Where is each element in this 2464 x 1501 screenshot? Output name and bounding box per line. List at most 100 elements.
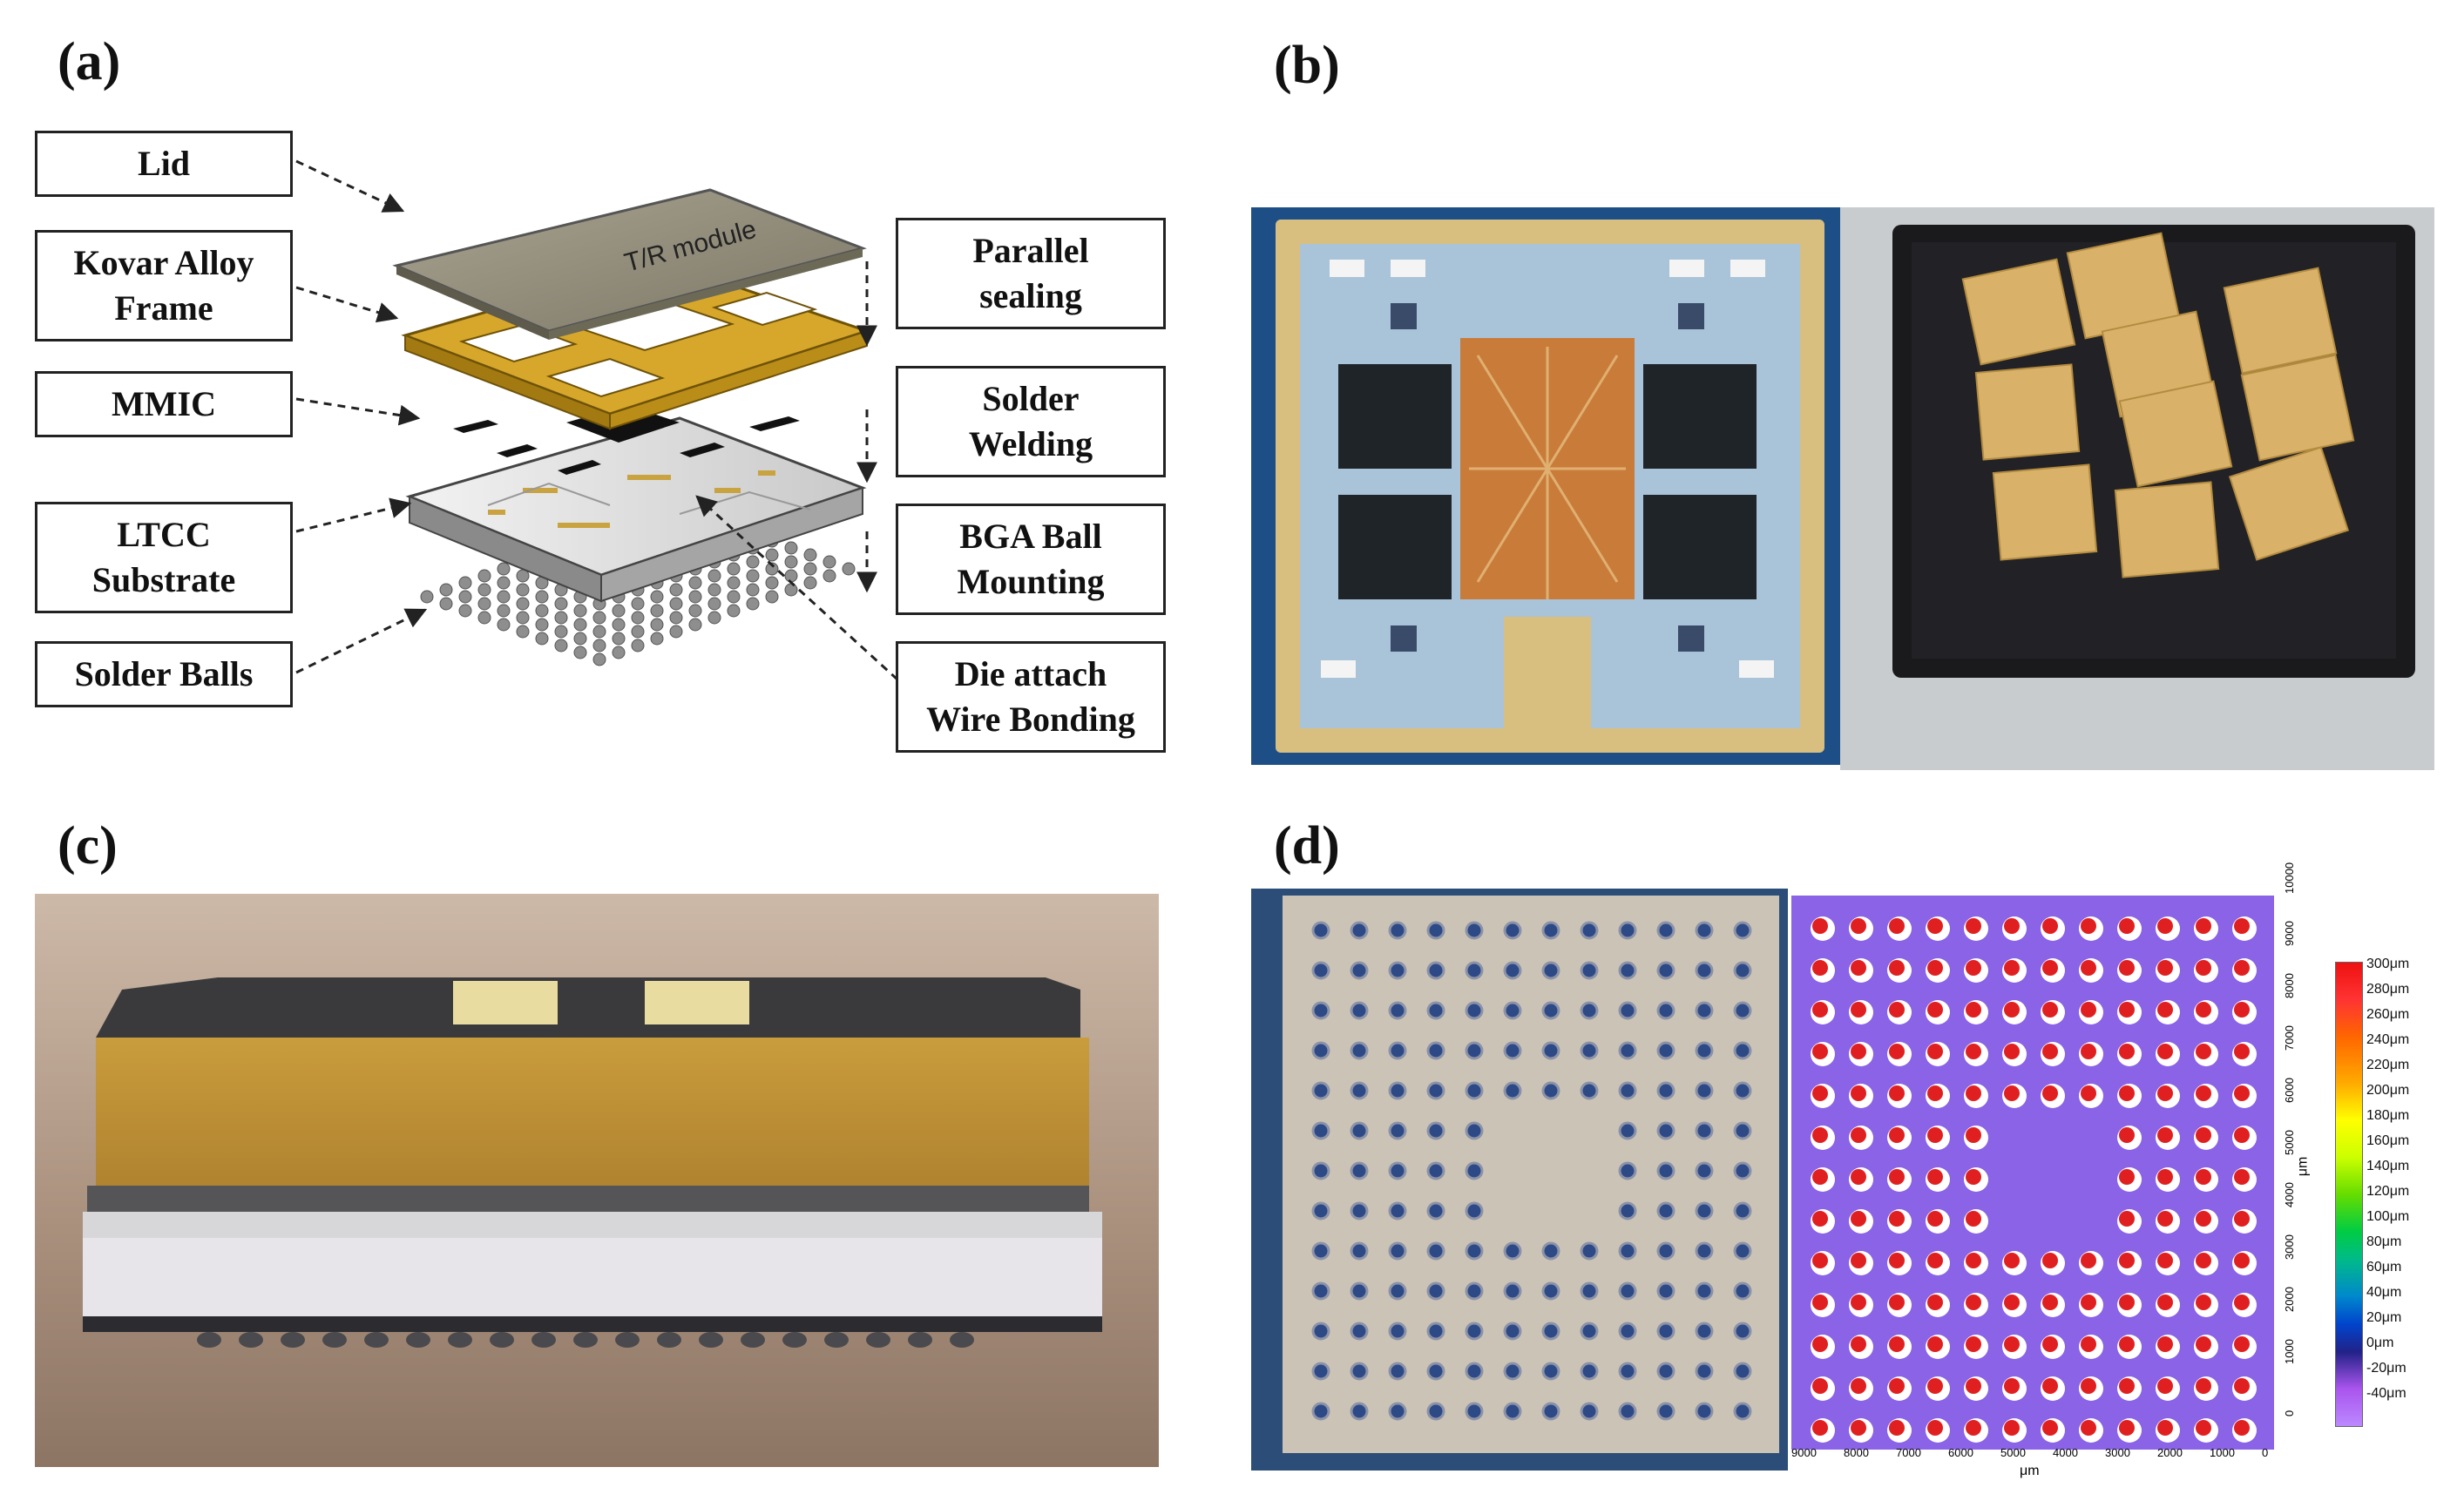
bga-pad xyxy=(1311,961,1330,980)
solder-ball xyxy=(497,604,511,618)
bga-pad xyxy=(1695,1001,1714,1020)
solder-ball xyxy=(707,583,721,597)
height-ball xyxy=(2157,1044,2173,1059)
colorbar-label: 200μm xyxy=(2366,1083,2410,1098)
bga-pad xyxy=(1465,1041,1484,1060)
height-ball xyxy=(2042,1085,2058,1101)
height-ball xyxy=(1889,1420,1905,1436)
bga-pad xyxy=(1541,1041,1560,1060)
solder-ball xyxy=(784,555,798,569)
bga-pad xyxy=(1580,1241,1599,1261)
bga-pad xyxy=(1465,1001,1484,1020)
height-ball xyxy=(2157,918,2173,934)
colorbar-label: -40μm xyxy=(2366,1386,2406,1401)
bga-pad xyxy=(1388,1281,1407,1301)
height-ball xyxy=(1966,1044,1981,1059)
colorbar-label: 20μm xyxy=(2366,1310,2402,1325)
exploded-diagram: T/R module xyxy=(295,159,899,681)
side-solder-ball xyxy=(197,1332,221,1348)
x-tick-label: 7000 xyxy=(1896,1446,1921,1459)
label-solder-balls: Solder Balls xyxy=(35,641,293,707)
height-ball xyxy=(2042,918,2058,934)
solder-ball xyxy=(669,597,683,611)
bga-pad xyxy=(1733,1402,1752,1421)
bga-pad xyxy=(1465,1161,1484,1180)
colorbar-label: 280μm xyxy=(2366,982,2410,997)
x-tick-label: 2000 xyxy=(2157,1446,2183,1459)
height-map-y-unit: μm xyxy=(2295,1156,2311,1177)
bga-pad xyxy=(1656,1081,1675,1100)
height-ball xyxy=(1927,918,1943,934)
solder-ball xyxy=(516,625,530,639)
height-ball xyxy=(1851,1253,1866,1268)
bga-pad xyxy=(1465,921,1484,940)
solder-ball xyxy=(765,562,779,576)
bga-pad xyxy=(1580,1402,1599,1421)
side-solder-ball xyxy=(866,1332,890,1348)
solder-ball xyxy=(573,604,587,618)
side-solder-ball xyxy=(824,1332,849,1348)
solder-ball xyxy=(803,576,817,590)
height-map-d xyxy=(1791,896,2274,1450)
height-ball xyxy=(2196,1002,2211,1018)
height-ball xyxy=(2042,1253,2058,1268)
bga-pad xyxy=(1426,1281,1445,1301)
kovar-frame xyxy=(401,260,871,430)
height-ball xyxy=(1966,1420,1981,1436)
x-tick-label: 6000 xyxy=(1948,1446,1973,1459)
bga-pad xyxy=(1350,921,1369,940)
bga-pad xyxy=(1465,1281,1484,1301)
solder-ball xyxy=(688,576,702,590)
bga-pad xyxy=(1695,1402,1714,1421)
side-solder-ball xyxy=(699,1332,723,1348)
solder-ball xyxy=(784,541,798,555)
solder-ball xyxy=(516,597,530,611)
solder-ball xyxy=(822,555,836,569)
solder-ball xyxy=(458,576,472,590)
height-ball xyxy=(2042,1002,2058,1018)
height-ball xyxy=(2157,1085,2173,1101)
solder-ball xyxy=(669,625,683,639)
label-die-attach-wire-bonding: Die attach Wire Bonding xyxy=(896,641,1166,753)
panel-label-a: (a) xyxy=(58,32,121,91)
height-ball xyxy=(2081,960,2096,976)
bga-pad xyxy=(1618,1402,1637,1421)
height-ball xyxy=(1889,1211,1905,1227)
solder-ball xyxy=(746,583,760,597)
height-ball xyxy=(1927,1253,1943,1268)
solder-ball xyxy=(707,597,721,611)
side-solder-ball xyxy=(448,1332,472,1348)
side-solder-ball xyxy=(908,1332,932,1348)
height-map-balls xyxy=(1811,916,2257,1443)
bga-pad xyxy=(1311,1362,1330,1381)
height-ball xyxy=(1927,1127,1943,1143)
bga-pad xyxy=(1695,1241,1714,1261)
bga-pad xyxy=(1388,1041,1407,1060)
height-ball xyxy=(2196,1211,2211,1227)
height-ball xyxy=(1812,918,1828,934)
bga-pad xyxy=(1503,1241,1522,1261)
bga-pad xyxy=(1656,1041,1675,1060)
height-ball xyxy=(2157,960,2173,976)
height-ball xyxy=(2119,918,2135,934)
x-tick-label: 0 xyxy=(2262,1446,2269,1459)
height-ball xyxy=(2004,1044,2020,1059)
height-ball xyxy=(2081,1295,2096,1310)
bga-pad xyxy=(1350,1041,1369,1060)
height-ball xyxy=(1927,1085,1943,1101)
height-ball xyxy=(1889,1169,1905,1185)
bga-pad xyxy=(1733,1362,1752,1381)
height-ball xyxy=(2196,1378,2211,1394)
bga-pad xyxy=(1388,1402,1407,1421)
solder-ball xyxy=(477,597,491,611)
side-solder-ball xyxy=(281,1332,305,1348)
bga-pad xyxy=(1618,1081,1637,1100)
height-ball xyxy=(1927,1378,1943,1394)
height-ball xyxy=(1889,960,1905,976)
solder-ball xyxy=(592,625,606,639)
height-ball xyxy=(1851,1044,1866,1059)
height-ball xyxy=(1966,918,1981,934)
height-ball xyxy=(1812,1169,1828,1185)
solder-ball xyxy=(612,604,626,618)
solder-ball xyxy=(631,625,645,639)
